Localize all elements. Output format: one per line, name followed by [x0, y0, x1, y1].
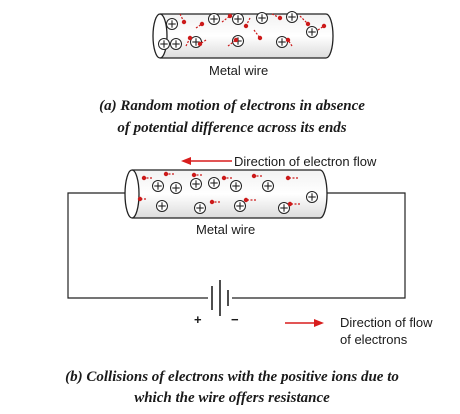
- electron: [195, 21, 205, 29]
- ions-a: [158, 11, 318, 50]
- electron: [251, 173, 262, 179]
- electron: [287, 201, 300, 207]
- legend-arrow: [285, 319, 324, 327]
- electron: [209, 199, 220, 205]
- electron: [285, 37, 293, 47]
- positive-ion: [194, 202, 206, 214]
- electron-flow-arrow: [181, 157, 232, 165]
- figure-a: Metal wire (a) Random motion of electron…: [99, 11, 365, 136]
- electrons-a: [179, 13, 327, 47]
- positive-ion: [286, 11, 298, 23]
- caption-a-line1: (a) Random motion of electrons in absenc…: [99, 98, 365, 114]
- electron: [185, 35, 193, 47]
- electron: [253, 29, 263, 41]
- electron: [137, 196, 146, 202]
- electron: [243, 17, 251, 29]
- battery: [211, 280, 229, 316]
- electron-flow-label: Direction of electron flow: [234, 154, 377, 169]
- battery-minus-label: −: [231, 312, 239, 327]
- figure-b: Direction of electron flow + − Metal wir…: [65, 154, 433, 406]
- wire-b: [124, 169, 328, 219]
- electron: [141, 175, 152, 181]
- wire-a-label: Metal wire: [209, 63, 268, 78]
- positive-ion: [262, 180, 274, 192]
- positive-ion: [152, 180, 164, 192]
- legend-line1: Direction of flow: [340, 315, 433, 330]
- positive-ion: [276, 36, 288, 48]
- electron: [243, 197, 256, 203]
- ions-b: [152, 177, 318, 214]
- legend-line2: of electrons: [340, 332, 408, 347]
- positive-ion: [256, 12, 268, 24]
- electron: [191, 172, 202, 178]
- positive-ion: [230, 180, 242, 192]
- caption-b-line1: (b) Collisions of electrons with the pos…: [65, 369, 399, 385]
- positive-ion: [208, 177, 220, 189]
- positive-ion: [190, 178, 202, 190]
- positive-ion: [158, 38, 170, 50]
- electron: [299, 15, 311, 27]
- caption-a-line2: of potential difference across its ends: [117, 120, 346, 136]
- electron: [221, 13, 233, 23]
- positive-ion: [166, 18, 178, 30]
- electron: [317, 23, 327, 31]
- positive-ion: [170, 38, 182, 50]
- electron: [227, 37, 239, 47]
- electron: [285, 175, 298, 181]
- positive-ion: [208, 13, 220, 25]
- electron: [271, 13, 283, 21]
- positive-ion: [170, 182, 182, 194]
- wire-b-label: Metal wire: [196, 222, 255, 237]
- electron: [221, 175, 232, 181]
- electron: [197, 39, 207, 47]
- positive-ion: [278, 202, 290, 214]
- positive-ion: [234, 200, 246, 212]
- positive-ion: [156, 200, 168, 212]
- electron: [179, 13, 187, 25]
- caption-b-line2: which the wire offers resistance: [134, 390, 330, 406]
- positive-ion: [306, 191, 318, 203]
- electron: [163, 171, 174, 177]
- positive-ion: [306, 26, 318, 38]
- circuit-wire: [67, 192, 406, 299]
- battery-plus-label: +: [194, 312, 202, 327]
- electrons-b: [137, 171, 300, 207]
- positive-ion: [232, 13, 244, 25]
